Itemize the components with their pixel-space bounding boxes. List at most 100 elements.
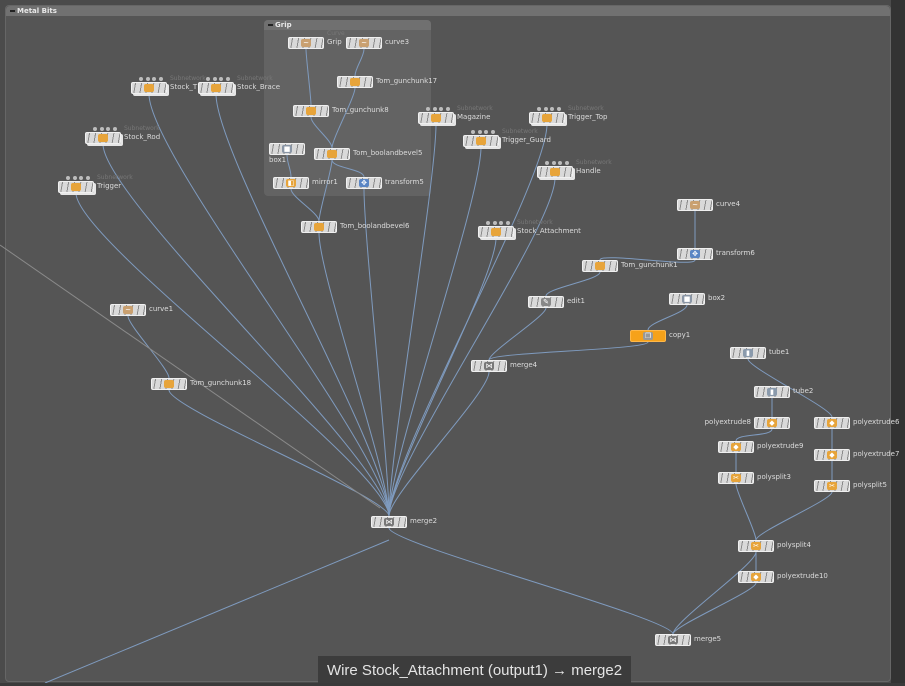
network-box-header[interactable]: Metal Bits [6, 6, 890, 16]
node-label[interactable]: merge5 [694, 635, 722, 643]
node-stock_attachment[interactable] [478, 221, 514, 238]
input-connector[interactable] [439, 107, 444, 111]
node-transform5[interactable]: ✥ [346, 177, 382, 189]
input-connector[interactable] [564, 161, 569, 165]
node-label[interactable]: Magazine [457, 113, 491, 121]
subnet-inputs[interactable] [206, 77, 230, 81]
input-connector[interactable] [432, 107, 437, 111]
node-polyextrude9[interactable]: ◆ [718, 441, 754, 453]
node-label[interactable]: edit1 [567, 297, 585, 305]
input-connector[interactable] [477, 130, 482, 134]
node-label[interactable]: Tom_gunchunk18 [190, 379, 252, 387]
node-grip[interactable]: ~ [288, 37, 324, 49]
input-connector[interactable] [99, 127, 104, 131]
node-label[interactable]: copy1 [669, 331, 691, 339]
input-connector[interactable] [139, 77, 143, 81]
node-trigger[interactable] [58, 176, 94, 193]
node-polyextrude8[interactable]: ◆ [754, 417, 790, 429]
input-connector[interactable] [492, 221, 497, 225]
node-copy1[interactable]: ❐ [630, 330, 666, 342]
node-label[interactable]: Tom_boolandbevel5 [353, 149, 423, 157]
input-connector[interactable] [550, 107, 555, 111]
input-connector[interactable] [85, 176, 90, 180]
input-connector[interactable] [445, 107, 450, 111]
input-connector[interactable] [543, 107, 548, 111]
input-connector[interactable] [556, 107, 561, 111]
node-merge2[interactable]: ⋈ [371, 516, 407, 528]
subnet-inputs[interactable] [537, 107, 561, 111]
subnet-inputs[interactable] [93, 127, 117, 131]
node-label[interactable]: Trigger_Guard [502, 136, 551, 144]
node-label[interactable]: Trigger_Top [568, 113, 608, 121]
input-connector[interactable] [158, 77, 163, 81]
subnet-inputs[interactable] [426, 107, 450, 111]
node-tom_gunchunk8[interactable] [293, 105, 329, 117]
input-connector[interactable] [551, 161, 556, 165]
node-label[interactable]: polysplit5 [853, 481, 887, 489]
input-connector[interactable] [484, 130, 489, 134]
node-mirror1[interactable]: ◧ [273, 177, 309, 189]
input-connector[interactable] [486, 221, 490, 225]
minimize-icon[interactable] [10, 10, 15, 12]
node-label[interactable]: Tom_boolandbevel6 [340, 222, 410, 230]
input-connector[interactable] [505, 221, 510, 225]
node-box1[interactable]: ■ [269, 143, 305, 155]
node-polyextrude6[interactable]: ◆ [814, 417, 850, 429]
node-label[interactable]: curve4 [716, 200, 741, 208]
input-connector[interactable] [545, 161, 549, 165]
node-tom_boolandbevel5[interactable] [314, 148, 350, 160]
node-tube1[interactable]: ▮ [730, 347, 766, 359]
input-connector[interactable] [93, 127, 97, 131]
input-connector[interactable] [426, 107, 430, 111]
node-label[interactable]: tube2 [793, 387, 814, 395]
node-label[interactable]: merge2 [410, 517, 438, 525]
node-label[interactable]: transform6 [716, 249, 755, 257]
input-connector[interactable] [219, 77, 224, 81]
input-connector[interactable] [212, 77, 217, 81]
node-merge4[interactable]: ⋈ [471, 360, 507, 372]
node-label[interactable]: polyextrude8 [704, 418, 751, 426]
node-handle[interactable] [537, 161, 573, 178]
node-trigger_top[interactable] [529, 107, 565, 124]
input-connector[interactable] [66, 176, 70, 180]
node-stock_rod[interactable] [85, 127, 121, 144]
node-label[interactable]: box2 [708, 294, 726, 302]
node-tom_gunchunk17[interactable] [337, 76, 373, 88]
node-label[interactable]: Stock_Attachment [517, 227, 581, 235]
input-connector[interactable] [499, 221, 504, 225]
minimize-icon[interactable] [268, 24, 273, 26]
node-curve3[interactable]: ~ [346, 37, 382, 49]
node-label[interactable]: Handle [576, 167, 601, 175]
input-connector[interactable] [206, 77, 210, 81]
node-label[interactable]: mirror1 [312, 178, 338, 186]
input-connector[interactable] [112, 127, 117, 131]
input-connector[interactable] [152, 77, 157, 81]
input-connector[interactable] [537, 107, 541, 111]
input-connector[interactable] [106, 127, 111, 131]
node-label[interactable]: Stock_Rod [124, 133, 161, 141]
subnet-inputs[interactable] [486, 221, 510, 225]
input-connector[interactable] [79, 176, 84, 180]
network-box-header[interactable]: Grip [264, 20, 431, 30]
subnet-inputs[interactable] [545, 161, 569, 165]
node-transform6[interactable]: ✥ [677, 248, 713, 260]
node-merge5[interactable]: ⋈ [655, 634, 691, 646]
node-label[interactable]: polysplit4 [777, 541, 811, 549]
node-label[interactable]: box1 [269, 156, 287, 164]
subnet-inputs[interactable] [471, 130, 495, 134]
node-label[interactable]: Trigger [97, 182, 122, 190]
node-label[interactable]: polyextrude10 [777, 572, 828, 580]
node-stock_t[interactable] [131, 77, 167, 94]
input-connector[interactable] [490, 130, 495, 134]
node-tube2[interactable]: ▮ [754, 386, 790, 398]
node-label[interactable]: Grip [327, 38, 342, 46]
node-curve4[interactable]: ~ [677, 199, 713, 211]
input-connector[interactable] [145, 77, 150, 81]
node-label[interactable]: Stock_T [170, 83, 198, 91]
node-polyextrude10[interactable]: ◆ [738, 571, 774, 583]
node-tom_gunchunk18[interactable] [151, 378, 187, 390]
subnet-inputs[interactable] [66, 176, 90, 180]
node-label[interactable]: Tom_gunchunk8 [332, 106, 389, 114]
node-box2[interactable]: ■ [669, 293, 705, 305]
